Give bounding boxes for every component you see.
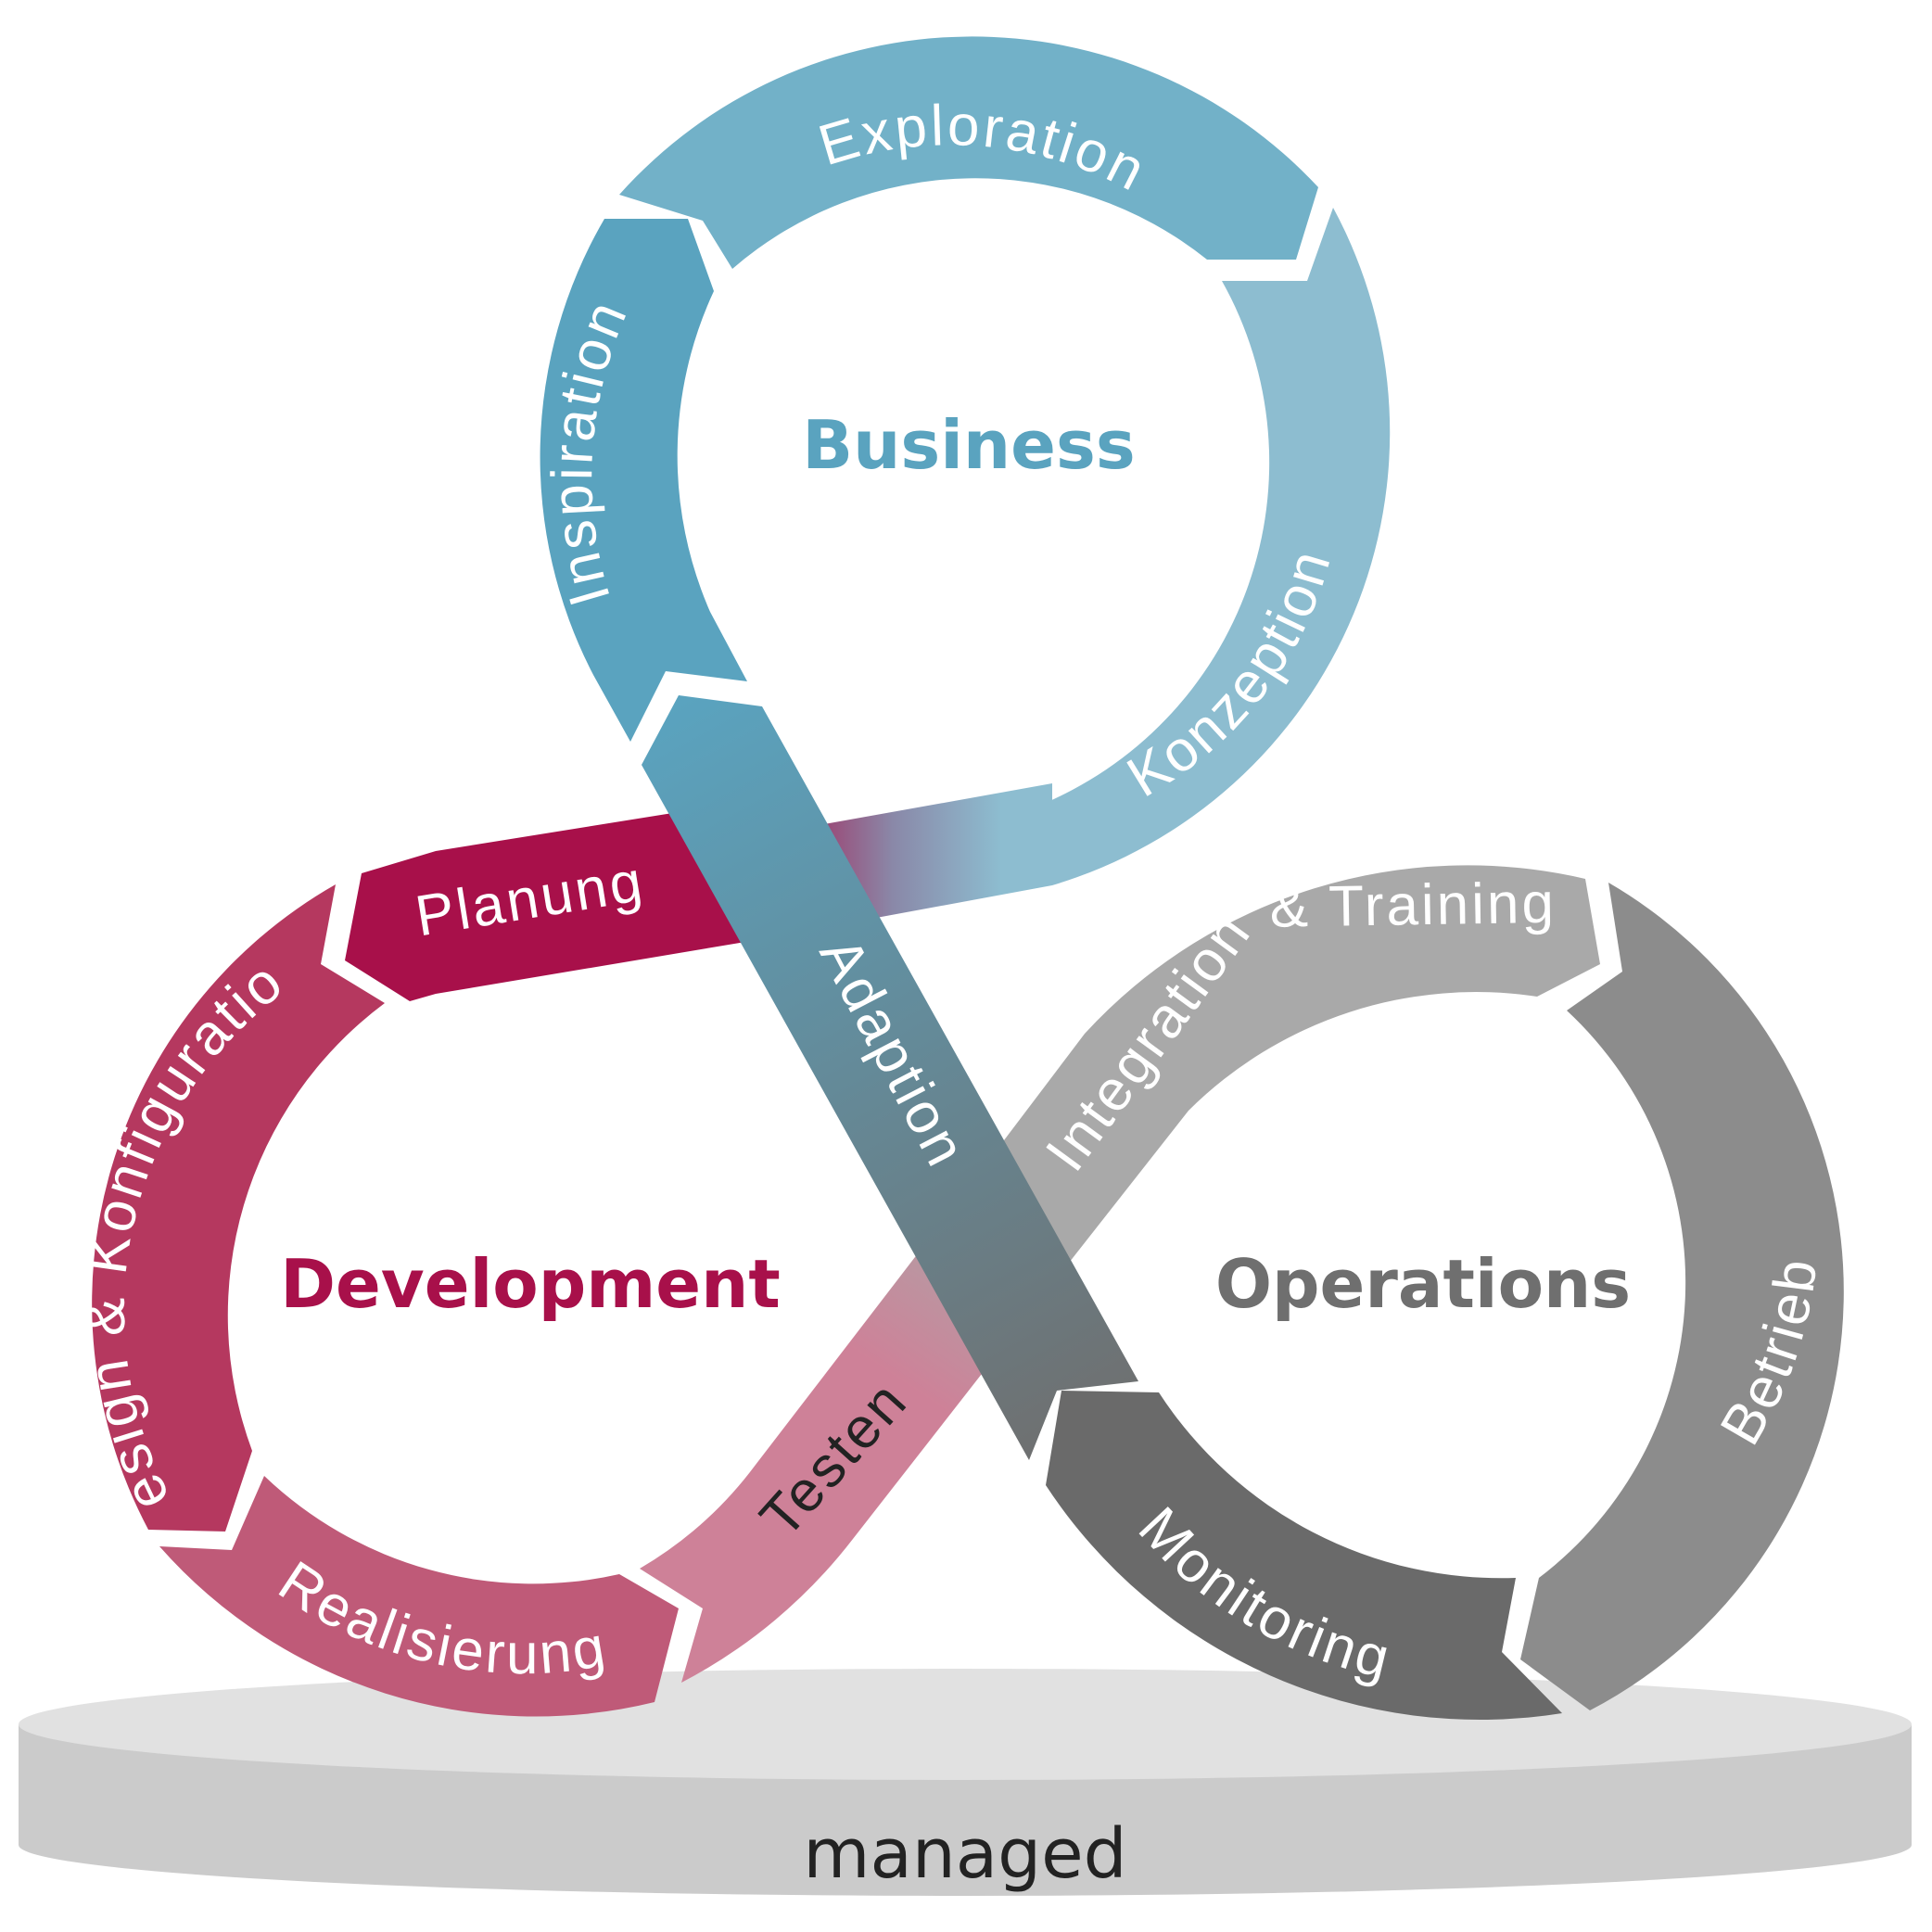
segment-konzeption (1036, 208, 1391, 885)
business-loop (540, 36, 1391, 885)
segment-monitoring (1046, 1391, 1562, 1721)
segment-realisierung (159, 1476, 679, 1717)
segment-design (92, 884, 386, 1532)
segment-planung (345, 802, 751, 1001)
base-platform: managed (19, 1669, 1912, 1896)
segment-betrieb (1520, 883, 1844, 1710)
development-title: Development (280, 1245, 781, 1323)
segment-testen (640, 1205, 1001, 1683)
business-title: Business (802, 406, 1135, 484)
segment-exploration (619, 36, 1318, 270)
segment-integration (955, 865, 1600, 1349)
segment-adaption (642, 695, 1138, 1460)
operations-title: Operations (1215, 1245, 1631, 1323)
development-loop (92, 802, 1001, 1717)
operations-loop (955, 865, 1844, 1721)
segment-inspiration (540, 219, 747, 742)
base-label: managed (803, 1814, 1126, 1894)
